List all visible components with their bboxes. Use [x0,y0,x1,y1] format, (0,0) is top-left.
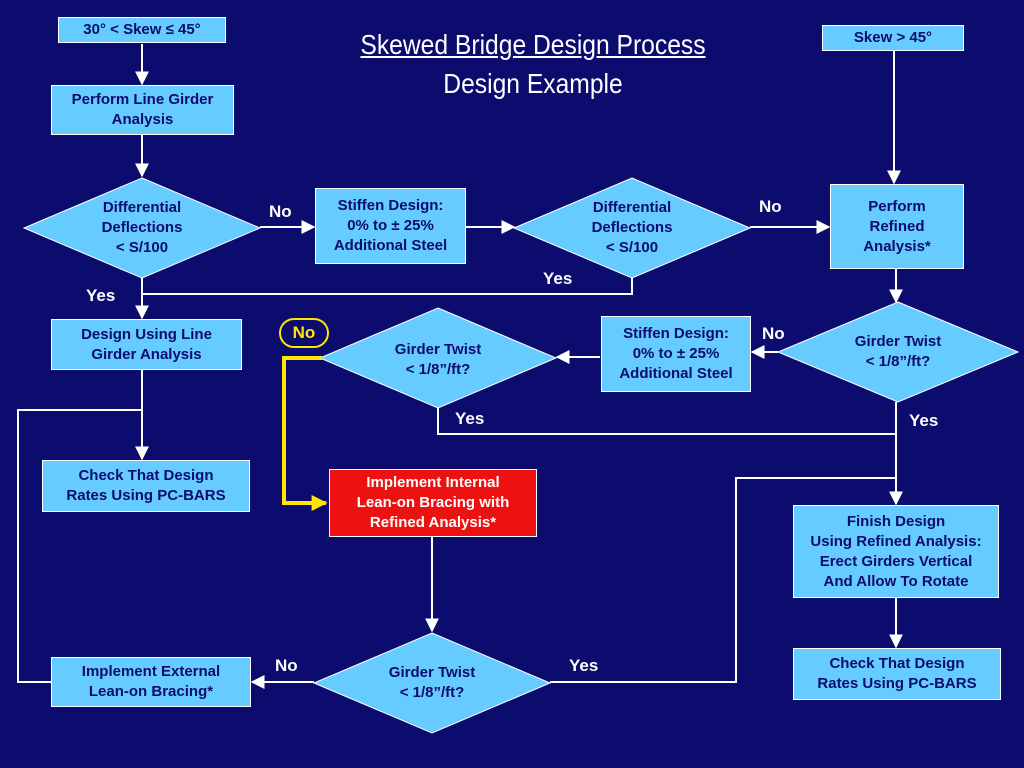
label-no-1: No [269,202,292,221]
node-external-leanon-bracing: Implement External Lean-on Bracing* [51,657,251,707]
label-yes-5: Yes [569,656,599,675]
page-title: Skewed Bridge Design Process [360,29,706,60]
node-internal-leanon-bracing: Implement Internal Lean-on Bracing with … [329,469,537,537]
node-perform-refined-analysis: Perform Refined Analysis* [830,184,964,269]
node-stiffen-design-2: Stiffen Design: 0% to ± 25% Additional S… [601,316,751,392]
label-no-2: No [759,197,782,216]
node-girder-twist-bottom: Girder Twist < 1/8”/ft? [388,664,476,701]
node-stiffen-design-1: Stiffen Design: 0% to ± 25% Additional S… [315,188,466,264]
label-yes-4: Yes [909,411,939,430]
node-check-pcbars-left: Check That Design Rates Using PC-BARS [42,460,250,512]
node-skew-gt-45: Skew > 45° [822,25,964,51]
node-differential-deflections-2: Differential Deflections < S/100 [591,199,673,256]
node-girder-twist-mid: Girder Twist < 1/8”/ft? [394,341,482,378]
label-no-4: No [275,656,298,675]
page-subtitle: Design Example [443,68,623,99]
label-yes-3: Yes [455,409,485,428]
label-no-3: No [762,324,785,343]
node-line-girder-analysis: Perform Line Girder Analysis [51,85,234,135]
label-yes-1: Yes [86,286,116,305]
highlight-arrow [282,356,328,511]
node-finish-design: Finish Design Using Refined Analysis: Er… [793,505,999,598]
node-skew-30-45: 30° < Skew ≤ 45° [58,17,226,43]
label-no-highlighted: No [279,318,329,348]
node-check-pcbars-right: Check That Design Rates Using PC-BARS [793,648,1001,700]
decision-diamond-twist-right [776,301,1020,403]
node-girder-twist-right: Girder Twist < 1/8”/ft? [854,333,942,370]
decision-diamond-twist-bottom [312,632,552,734]
node-design-line-girder: Design Using Line Girder Analysis [51,319,242,370]
label-yes-2: Yes [543,269,573,288]
node-differential-deflections-1: Differential Deflections < S/100 [101,199,183,256]
